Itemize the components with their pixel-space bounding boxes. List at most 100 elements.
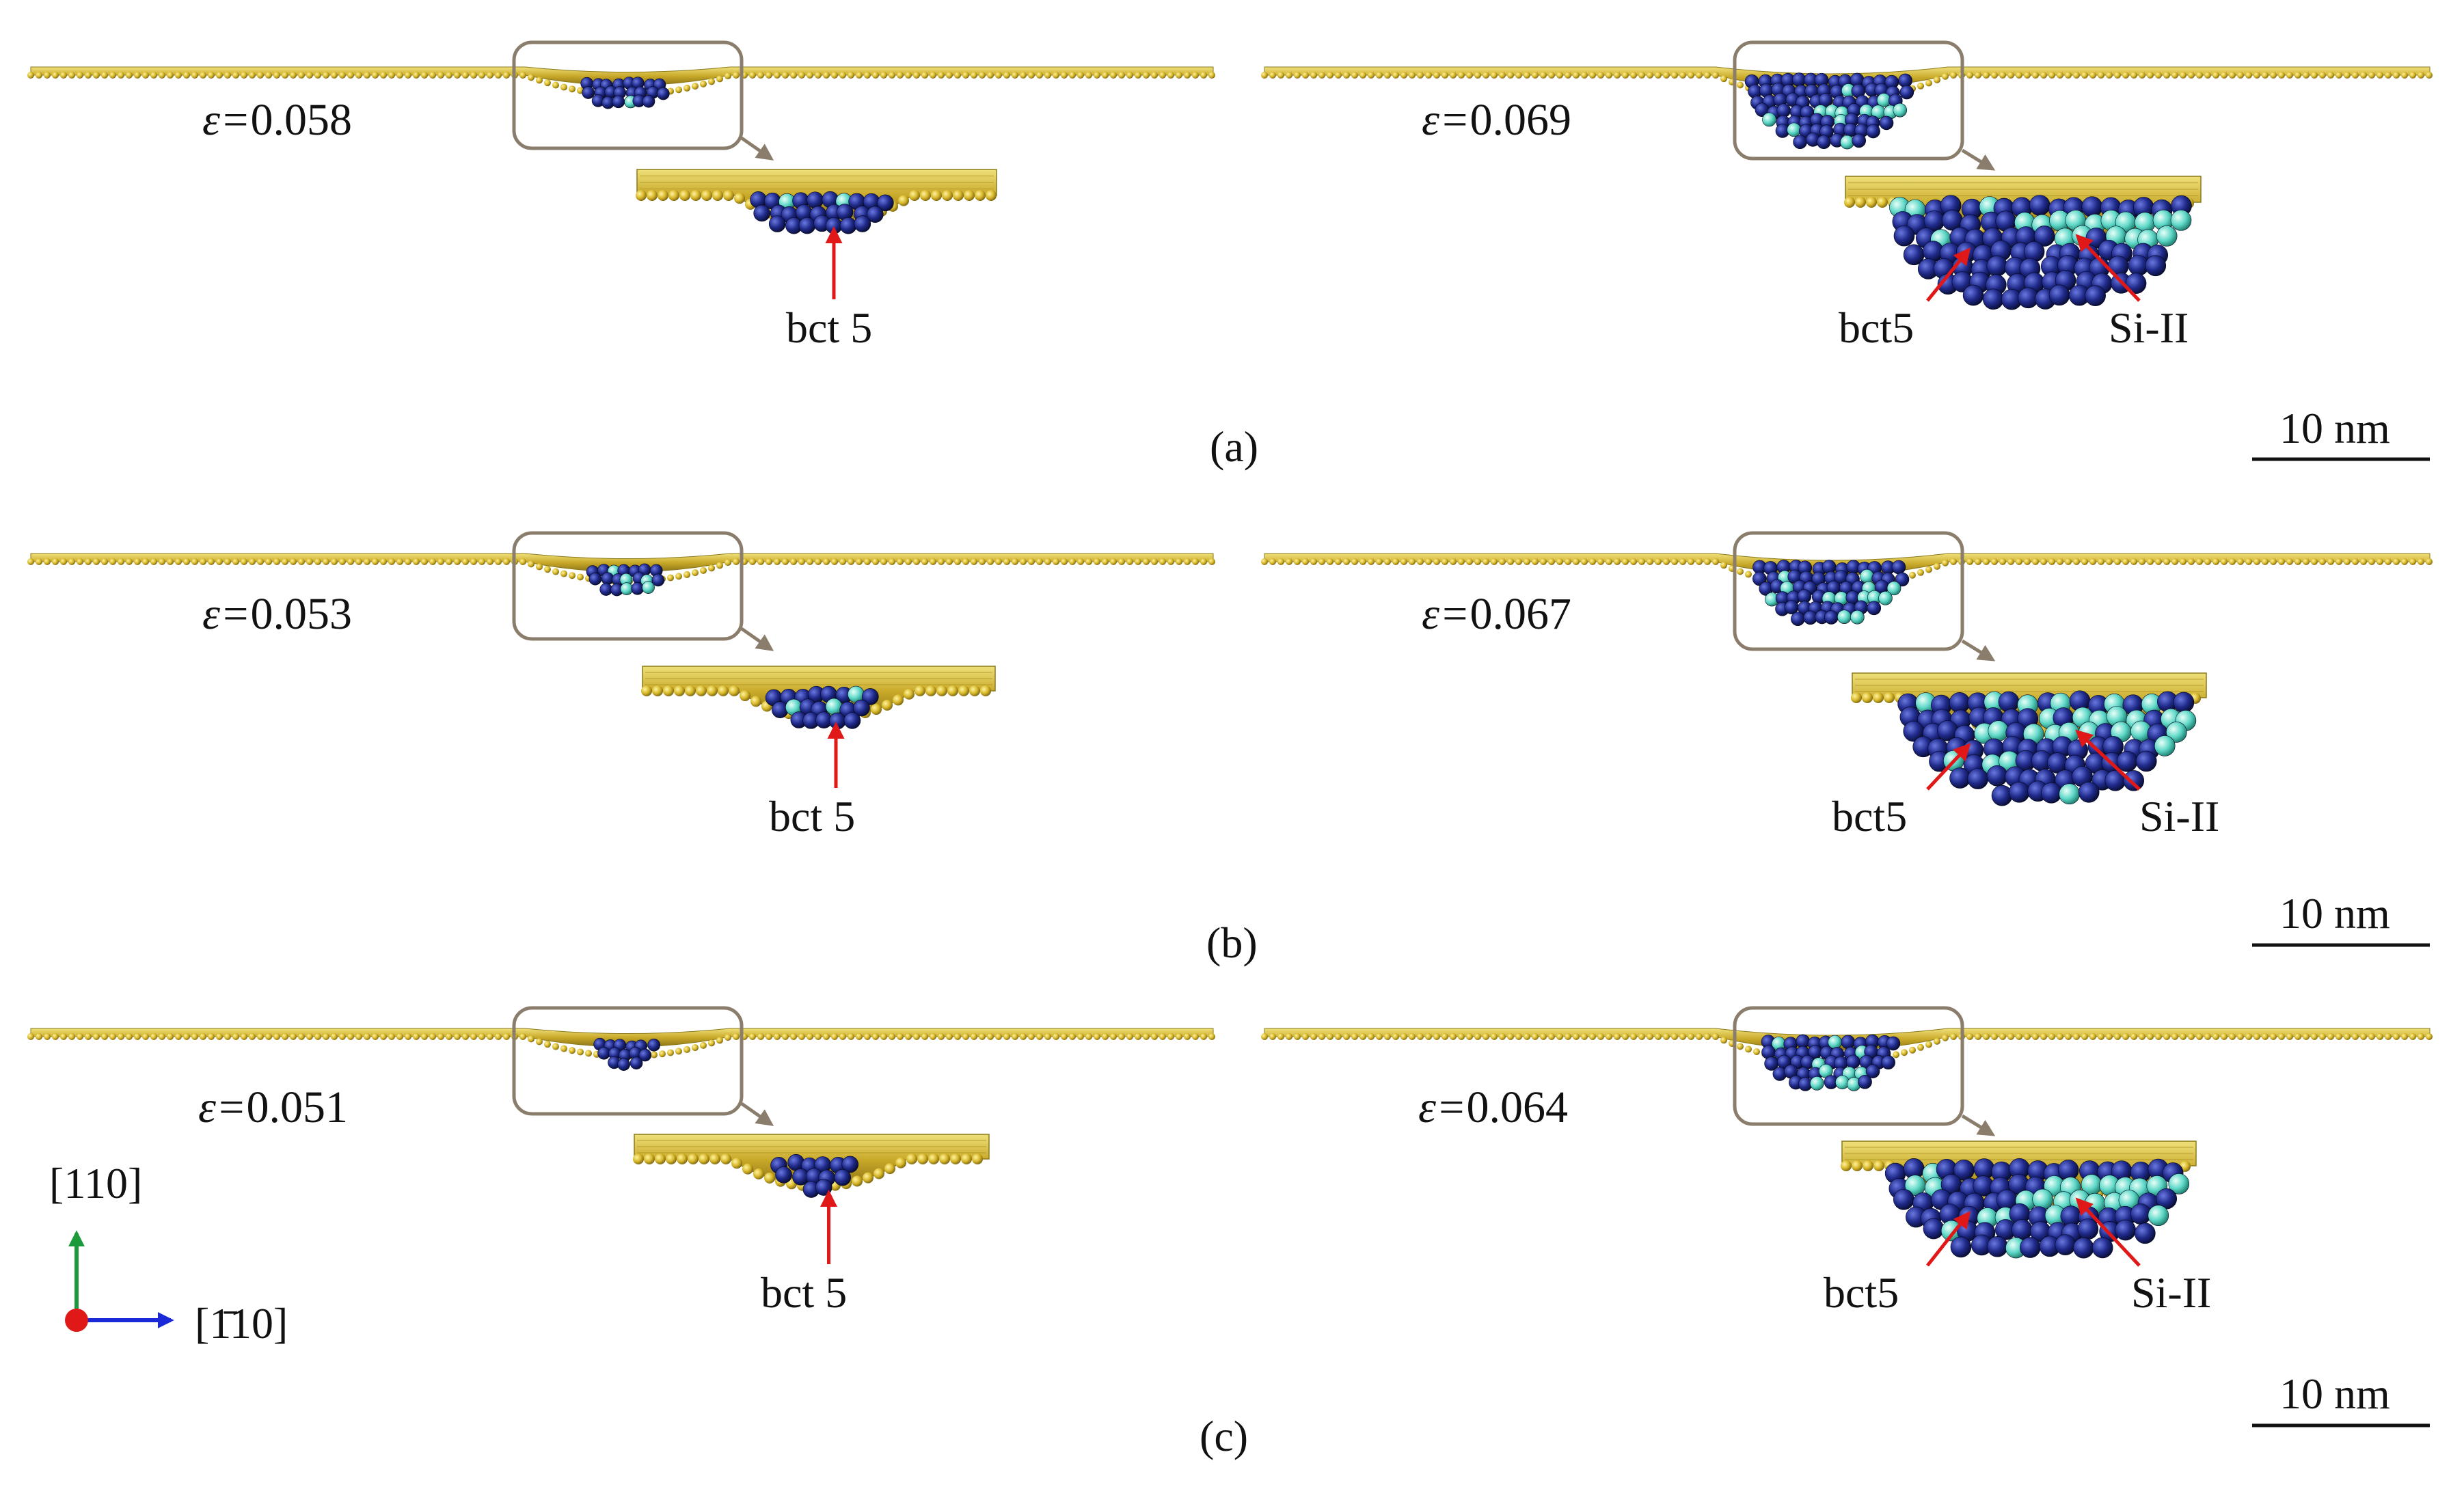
atom-cluster-b-right-main — [1752, 560, 1910, 627]
inset-surface-bead — [895, 1157, 906, 1169]
bct5-atom — [601, 572, 614, 585]
surface-bead — [2262, 1033, 2269, 1040]
inset-surface-bead — [953, 190, 964, 201]
bct5-atom — [1793, 135, 1807, 150]
surface-bead — [577, 1048, 584, 1056]
surface-bead — [257, 72, 264, 79]
si2-atom — [2032, 1188, 2053, 1210]
surface-bead — [1118, 72, 1125, 79]
inset-surface-bead — [636, 190, 647, 201]
surface-bead — [183, 1033, 190, 1040]
callout-box-b-right — [1733, 531, 1964, 651]
inset-surface-bead — [1862, 692, 1873, 703]
surface-bead — [1934, 562, 1940, 570]
surface-bead — [2385, 1033, 2392, 1040]
surface-bead — [2057, 72, 2063, 79]
surface-bead — [1622, 1033, 1629, 1040]
surface-bead — [749, 72, 756, 79]
surface-bead — [2098, 1033, 2104, 1040]
surface-bead — [1565, 558, 1571, 565]
surface-bead — [2278, 72, 2285, 79]
surface-bead — [85, 1033, 92, 1040]
surface-bead — [2418, 72, 2424, 79]
surface-bead — [364, 558, 370, 565]
surface-bead — [831, 72, 838, 79]
surface-bead — [1581, 72, 1588, 79]
surface-bead — [1507, 558, 1514, 565]
surface-bead — [1999, 72, 2006, 79]
si2-atom — [2156, 226, 2178, 247]
surface-bead — [1671, 558, 1678, 565]
surface-bead — [807, 1033, 813, 1040]
surface-bead — [2352, 1033, 2359, 1040]
inset-surface-bead — [1851, 692, 1862, 703]
surface-bead — [921, 558, 928, 565]
surface-bead — [1589, 72, 1596, 79]
inset-surface-bead — [961, 1153, 972, 1164]
surface-bead — [454, 72, 461, 79]
surface-bead — [790, 72, 797, 79]
surface-bead — [2106, 1033, 2113, 1040]
surface-bead — [1126, 558, 1133, 565]
atom-cluster-b-right-inset — [1897, 690, 2197, 806]
surface-bead — [118, 558, 124, 565]
surface-bead — [134, 72, 141, 79]
surface-bead — [487, 72, 493, 79]
surface-bead — [1606, 1033, 1612, 1040]
surface-bead — [1532, 72, 1539, 79]
surface-bead — [716, 562, 723, 569]
surface-bead — [2303, 558, 2310, 565]
surface-bead — [2229, 1033, 2236, 1040]
surface-bead — [2081, 72, 2088, 79]
surface-bead — [1704, 1033, 1711, 1040]
bct5-atom — [2085, 285, 2106, 306]
inset-surface-bead — [1873, 1160, 1884, 1171]
inset-surface-bead — [644, 1153, 655, 1164]
surface-bead — [1351, 558, 1358, 565]
surface-bead — [1499, 558, 1506, 565]
surface-bead — [2139, 72, 2145, 79]
si2-atom — [2170, 210, 2192, 231]
surface-bead — [150, 72, 157, 79]
surface-bead — [2163, 72, 2170, 79]
bct5-atom — [1886, 1036, 1901, 1051]
surface-bead — [1368, 1033, 1375, 1040]
surface-bead — [2401, 72, 2408, 79]
surface-bead — [314, 1033, 321, 1040]
surface-bead — [954, 558, 961, 565]
surface-bead — [2212, 72, 2219, 79]
surface-bead — [1102, 558, 1109, 565]
surface-bead — [1647, 1033, 1653, 1040]
strain-label-a-left: ε=0.058 — [202, 95, 353, 145]
callout-box-c-left — [512, 1006, 744, 1116]
surface-bead — [372, 72, 379, 79]
bct5-atom — [1824, 610, 1839, 625]
surface-bead — [675, 573, 682, 580]
bct5-atom — [2077, 1218, 2099, 1240]
surface-bead — [1192, 72, 1199, 79]
surface-bead — [544, 79, 551, 87]
surface-bead — [462, 558, 469, 565]
surface-bead — [1548, 558, 1555, 565]
surface-bead — [1491, 72, 1498, 79]
surface-bead — [2032, 558, 2039, 565]
surface-bead — [1458, 1033, 1465, 1040]
surface-bead — [200, 72, 206, 79]
surface-bead — [725, 72, 731, 80]
surface-bead — [757, 72, 764, 79]
surface-bead — [2016, 558, 2022, 565]
si2-atom — [1886, 581, 1901, 596]
inset-surface-bead — [975, 190, 986, 201]
surface-bead — [930, 558, 936, 565]
annotation-bct5-c-right: bct5 — [1824, 1268, 1899, 1317]
surface-bead — [938, 558, 945, 565]
surface-bead — [1565, 72, 1571, 79]
bct5-atom — [2012, 1219, 2033, 1240]
surface-bead — [2073, 1033, 2080, 1040]
inset-surface-bead — [986, 190, 997, 201]
annotation-bct5-c-left: bct 5 — [761, 1268, 848, 1317]
surface-bead — [1094, 558, 1100, 565]
surface-bead — [528, 1035, 534, 1043]
surface-bead — [1110, 72, 1117, 79]
bct5-atom — [1852, 133, 1866, 148]
